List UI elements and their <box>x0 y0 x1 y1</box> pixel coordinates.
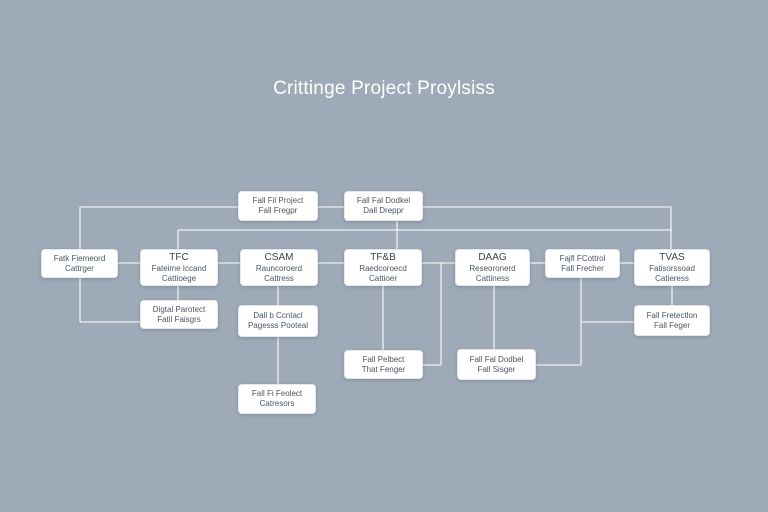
node-digtal-parotect[interactable]: Digtal Parotect Fatil Faisgrs <box>140 300 218 329</box>
node-line: Fateime Iccand <box>151 263 207 273</box>
node-fall-pelbect[interactable]: Fall Pelbect That Fenger <box>344 350 423 379</box>
node-line: Fall Sisger <box>477 364 516 374</box>
node-line: Dall Dreppr <box>363 206 404 215</box>
node-line: Fall Pelbect <box>362 354 405 364</box>
node-fall-fil-project[interactable]: Fall Fil Project Fall Fregpr <box>238 191 318 221</box>
node-fajfl-fcottrol[interactable]: Fajfl FCottrol Fall Frecher <box>545 249 620 278</box>
node-daag[interactable]: DAAG Reseoronerd Cattiness <box>455 249 530 286</box>
node-line: Fatisorssoad <box>649 263 695 273</box>
node-line: Fatil Faisgrs <box>157 314 201 324</box>
node-heading: DAAG <box>478 251 507 263</box>
diagram-title: Crittinge Project Proylsiss <box>273 78 495 99</box>
node-line: Fall Fregpr <box>258 206 298 215</box>
node-tfb[interactable]: TF&B Raedcoroecd Cattioer <box>344 249 422 286</box>
node-line: Cattiness <box>475 273 510 283</box>
node-fall-fi-feolect[interactable]: Fall Fi Feolect Catresors <box>238 384 316 414</box>
node-line: Reseoronerd <box>469 263 516 273</box>
node-line: That Fenger <box>361 364 406 374</box>
node-line: Fall Frecher <box>561 263 604 273</box>
node-line: Raedcoroecd <box>359 263 407 273</box>
node-line: Fall Fretectlon <box>646 310 698 320</box>
node-line: Fall Fil Project <box>252 196 304 205</box>
node-csam[interactable]: CSAM Rauncoroerd Cattress <box>240 249 318 286</box>
node-fall-fretectlon[interactable]: Fall Fretectlon Fall Feger <box>634 305 710 336</box>
node-line: Rauncoroerd <box>255 263 303 273</box>
node-line: Cattrger <box>65 263 94 273</box>
node-line: Fall Fal Dodkel <box>356 196 411 205</box>
node-line: Fajfl FCottrol <box>559 253 606 263</box>
node-line: Fatk Fiemeord <box>53 253 106 263</box>
node-tvas[interactable]: TVAS Fatisorssoad Catieress <box>634 249 710 286</box>
node-line: Catieress <box>655 273 689 283</box>
node-fall-fal-dodkel[interactable]: Fall Fal Dodkel Dall Dreppr <box>344 191 423 221</box>
node-line: Digtal Parotect <box>152 304 206 314</box>
node-line: Catresors <box>259 399 295 408</box>
node-line: Fall Fi Feolect <box>251 389 303 398</box>
node-line: Cattioer <box>368 273 397 283</box>
node-line: Cattress <box>264 273 294 283</box>
node-heading: CSAM <box>264 251 294 263</box>
node-heading: TFC <box>169 251 189 263</box>
node-heading: TF&B <box>370 251 396 263</box>
node-heading: TVAS <box>659 251 685 263</box>
node-line: Fall Fal Dodbel <box>469 354 524 364</box>
node-line: Pagesss Pooteal <box>247 321 309 330</box>
node-line: Cattioege <box>161 273 197 283</box>
node-dall-b-ccntacl[interactable]: Dall b Ccntacl Pagesss Pooteal <box>238 305 318 337</box>
node-line: Fall Feger <box>653 320 690 330</box>
node-tfc[interactable]: TFC Fateime Iccand Cattioege <box>140 249 218 286</box>
node-line: Dall b Ccntacl <box>253 311 303 320</box>
node-fatk-fiemeord[interactable]: Fatk Fiemeord Cattrger <box>41 249 118 278</box>
node-fall-fal-dodbel[interactable]: Fall Fal Dodbel Fall Sisger <box>457 349 536 380</box>
